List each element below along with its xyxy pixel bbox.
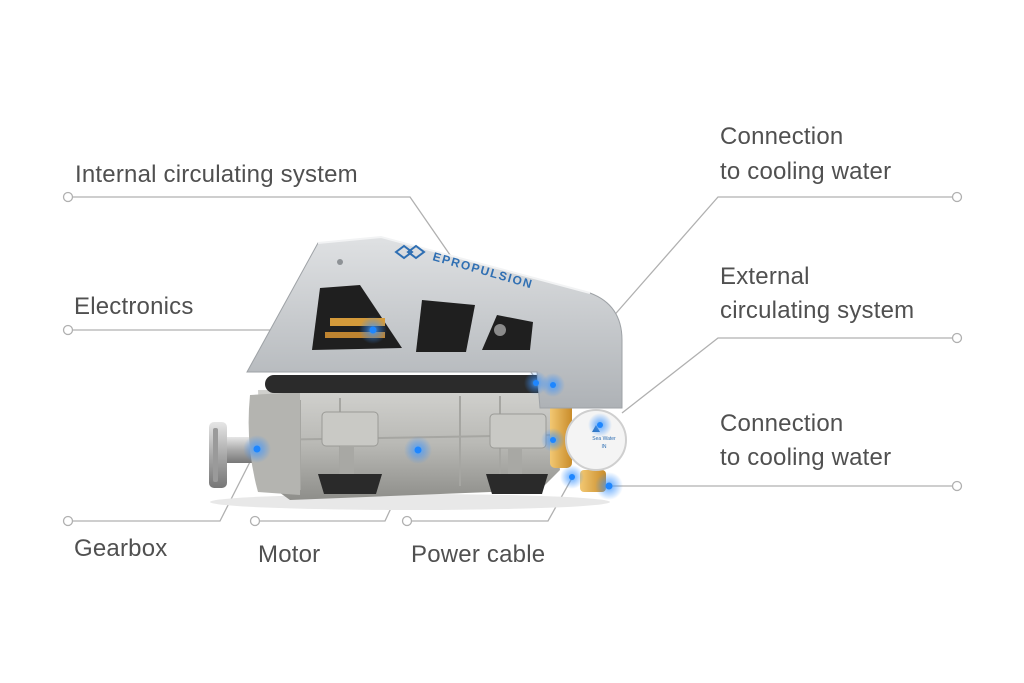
leader-endpoints bbox=[62, 191, 963, 527]
svg-text:IN: IN bbox=[602, 444, 607, 450]
leader-gearbox bbox=[68, 451, 256, 522]
label-gearbox: Gearbox bbox=[74, 535, 168, 562]
svg-text:Sea Water: Sea Water bbox=[592, 436, 616, 442]
dot-cooling-top bbox=[541, 373, 565, 397]
dot-mid bbox=[541, 428, 565, 452]
endpoint-motor bbox=[249, 515, 261, 527]
leader-external-circulating bbox=[621, 337, 957, 414]
label-internal-circulating: Internal circulating system bbox=[75, 161, 358, 188]
leader-power-cable bbox=[407, 477, 573, 522]
endpoint-power-cable bbox=[401, 515, 413, 527]
label-external-line1: External bbox=[720, 263, 810, 290]
label-electronics: Electronics bbox=[74, 293, 194, 320]
label-cooling-bottom-line1: Connection bbox=[720, 410, 844, 437]
mount-left bbox=[318, 411, 382, 494]
endpoint-cooling-bottom bbox=[951, 480, 963, 492]
dot-pump bbox=[588, 413, 612, 437]
dot-power-cable bbox=[560, 465, 584, 489]
dot-gearbox bbox=[243, 435, 271, 463]
label-cooling-bottom-line2: to cooling water bbox=[720, 444, 892, 471]
label-cooling-top-line1: Connection bbox=[720, 123, 844, 150]
dot-motor bbox=[404, 436, 432, 464]
endpoint-electronics bbox=[62, 324, 74, 336]
dot-electronics bbox=[359, 316, 387, 344]
mount-right bbox=[486, 413, 548, 494]
endpoint-internal bbox=[62, 191, 74, 203]
endpoint-external bbox=[951, 332, 963, 344]
label-external-line2: circulating system bbox=[720, 297, 915, 324]
highlight-dots bbox=[243, 316, 623, 500]
label-power-cable: Power cable bbox=[411, 541, 546, 568]
dot-cooling-bottom bbox=[595, 472, 623, 500]
endpoint-gearbox bbox=[62, 515, 74, 527]
label-cooling-top-line2: to cooling water bbox=[720, 158, 892, 185]
label-motor: Motor bbox=[258, 541, 321, 568]
endpoint-cooling-top bbox=[951, 191, 963, 203]
